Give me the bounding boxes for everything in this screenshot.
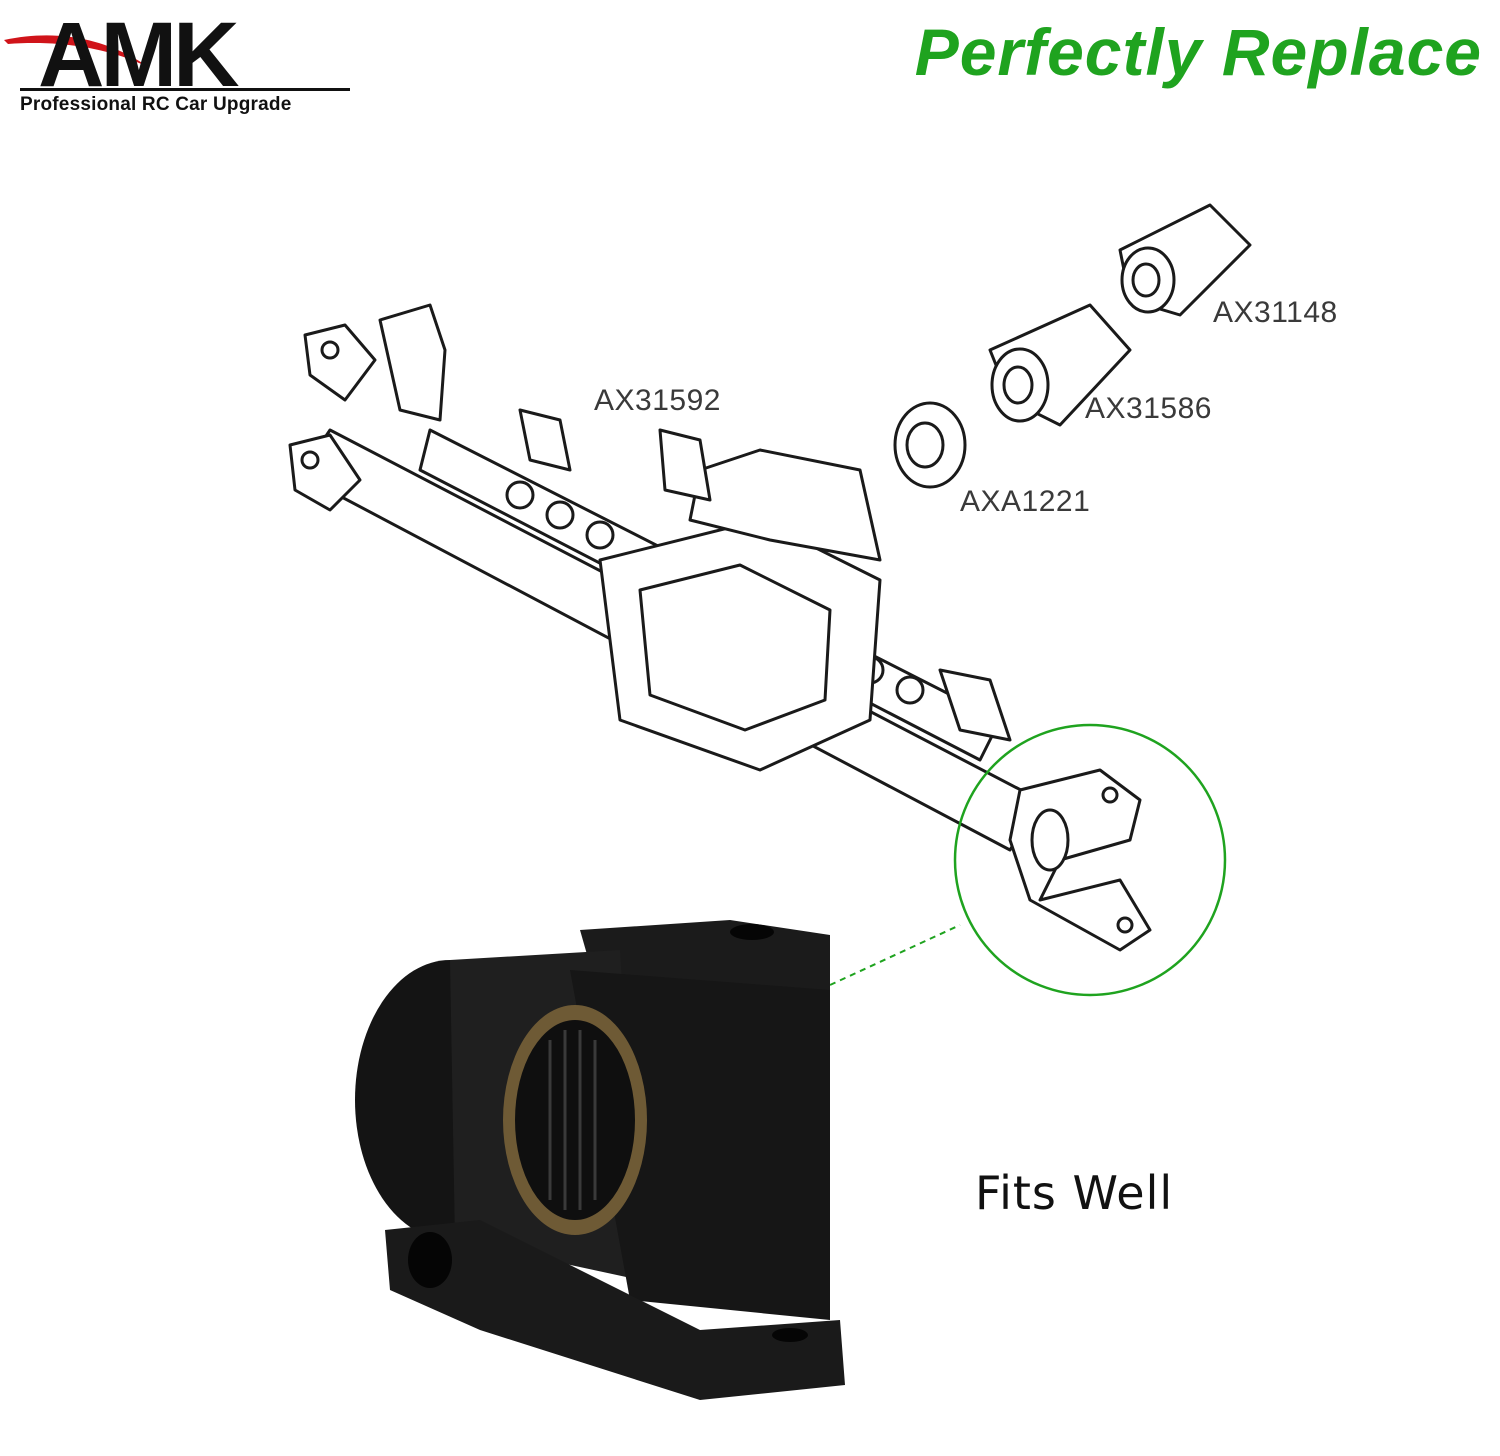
brand-logo: AMK Professional RC Car Upgrade <box>0 0 360 130</box>
highlight-circle <box>953 723 1227 997</box>
part-label-ax31592: AX31592 <box>594 384 721 417</box>
logo-wordmark: AMK <box>38 4 239 100</box>
product-c-hub <box>355 920 845 1400</box>
part-label-ax31148: AX31148 <box>1213 296 1338 329</box>
amk-logo-mark: AMK <box>4 4 243 100</box>
differential-cover <box>688 448 882 562</box>
part-label-ax31586: AX31586 <box>1085 392 1212 425</box>
logo-swoosh <box>4 35 150 68</box>
left-upper-knuckle <box>303 323 377 402</box>
leader-line <box>829 924 961 986</box>
part-label-axa1221: AXA1221 <box>960 485 1091 518</box>
fits-well-label: Fits Well <box>975 1166 1174 1220</box>
logo-tagline: Professional RC Car Upgrade <box>20 94 292 115</box>
headline: Perfectly Replace <box>914 15 1482 89</box>
logo-underline <box>20 88 350 91</box>
